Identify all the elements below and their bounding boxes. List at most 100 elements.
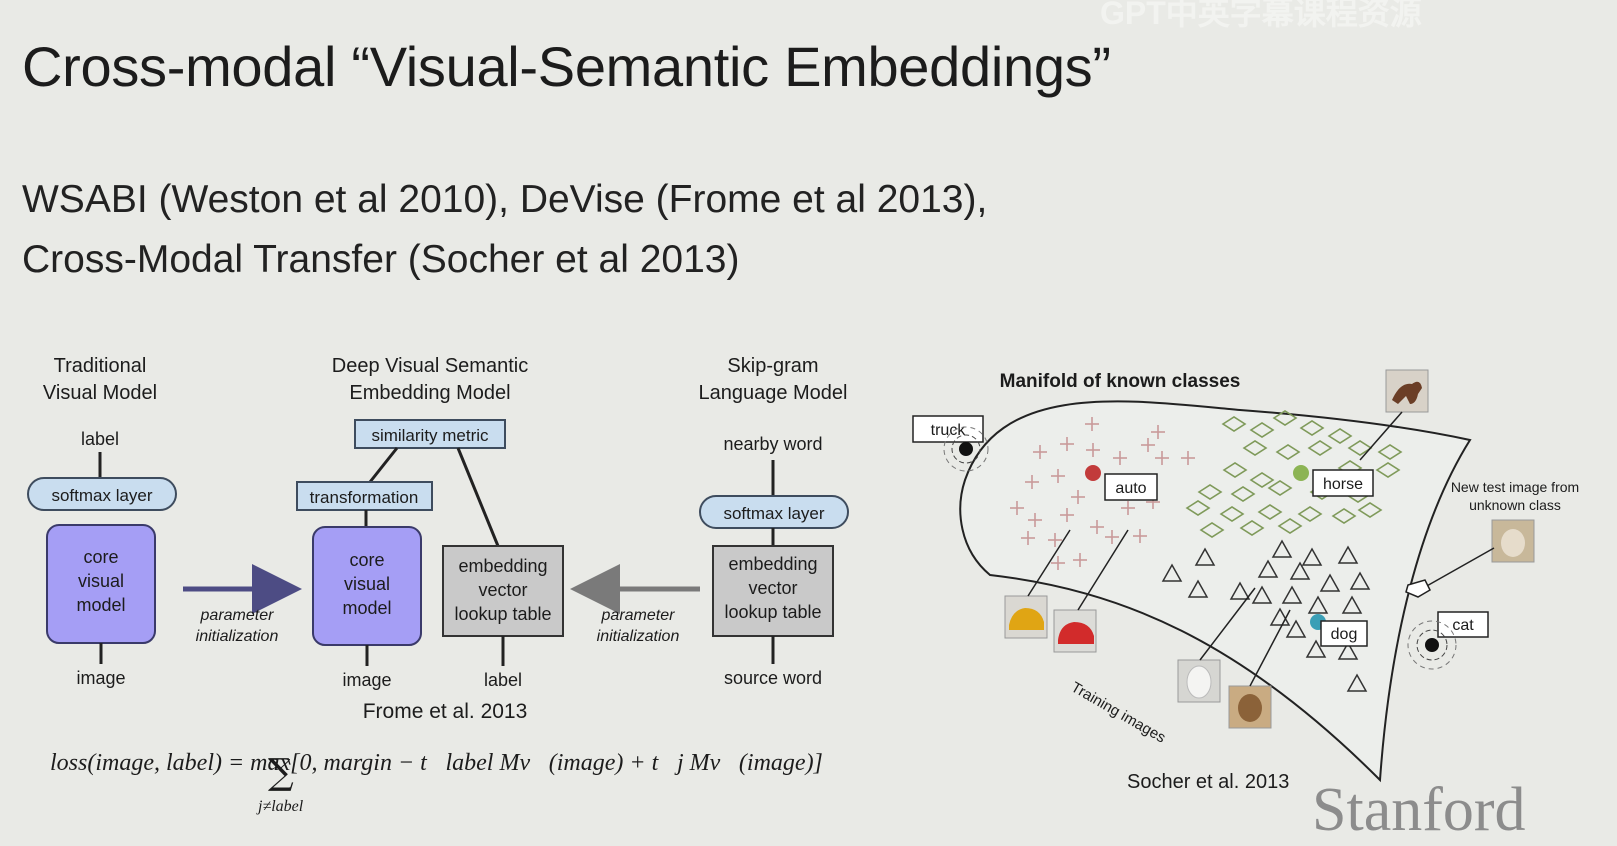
triangle-marker (1337, 545, 1359, 564)
new-test-point (1405, 579, 1431, 598)
slide-title: Cross-modal “Visual-Semantic Embeddings” (22, 35, 1111, 98)
auto-dot (1085, 465, 1101, 481)
triangle-marker (1337, 641, 1359, 660)
diamond-marker (1185, 500, 1211, 516)
col3-embedding-box (712, 545, 834, 637)
triangle-marker (1349, 571, 1371, 590)
diamond-marker (1377, 444, 1403, 460)
diamond-marker (1199, 522, 1225, 538)
cat-dot (1425, 638, 1439, 652)
diamond-marker (1239, 520, 1265, 536)
col2-emb-line2: vector (478, 580, 527, 600)
manifold-sheet (959, 400, 1472, 783)
col1-softmax-label: softmax layer (51, 486, 152, 505)
diamond-marker (1375, 462, 1401, 478)
diamond-marker (1230, 486, 1256, 502)
car1-shape (1009, 608, 1044, 630)
col2-emb-line1: embedding (458, 556, 547, 576)
dog-label-box (1320, 620, 1368, 647)
watermark: GPT中英字幕课程资源 (1100, 0, 1422, 31)
col2-emb-line3: lookup table (454, 604, 551, 624)
transformation-label: transformation (310, 488, 419, 507)
triangle-marker (1271, 539, 1293, 558)
triangle-marker (1301, 547, 1323, 566)
cat-ring-2 (1407, 620, 1457, 670)
triangle-marker (1187, 579, 1209, 598)
loss-formula: loss(image, label) = max[0, margin − t⃗l… (50, 750, 823, 776)
col3-title-1: Skip-gram (727, 355, 818, 377)
col3-bottom-label: source word (724, 668, 822, 688)
col1-softmax-box (27, 477, 177, 511)
col1-title-2: Visual Model (43, 382, 157, 404)
truck-dot (959, 442, 973, 456)
triangle-marker (1251, 585, 1273, 604)
subtitle-line-2: Cross-Modal Transfer (Socher et al 2013) (22, 238, 740, 281)
horse-label-box (1312, 469, 1374, 497)
arrow2-text-2: initialization (597, 628, 680, 645)
dog-class-points (1161, 539, 1371, 692)
col3-softmax-label: softmax layer (723, 504, 824, 523)
param-init-arrow-2: parameter initialization (570, 564, 700, 645)
param-init-arrow-1: parameter initialization (183, 564, 302, 645)
cat-ring-1 (1416, 629, 1448, 661)
triangle-marker (1161, 563, 1183, 582)
auto-class-points (1010, 417, 1195, 570)
col1-core-line3: model (76, 595, 125, 615)
truck-ring-2 (943, 426, 989, 472)
diamond-marker (1197, 484, 1223, 500)
col3-emb-line1: embedding (728, 554, 817, 574)
triangle-marker (1341, 595, 1363, 614)
dog1-shape (1186, 665, 1212, 699)
socher-manifold-diagram: Manifold of known classes auto horse dog… (912, 369, 1579, 793)
col3-top-label: nearby word (723, 434, 822, 454)
horse-thumb-shape (1392, 381, 1422, 404)
new-test-text-1: New test image from (1451, 479, 1579, 495)
diamond-marker (1267, 480, 1293, 496)
devise-model: Deep Visual Semantic Embedding Model sim… (296, 355, 564, 723)
col1-core-line2: visual (78, 571, 124, 591)
horse-class-points (1185, 410, 1403, 538)
slide-subtitle: WSABI (Weston et al 2010), DeVise (Frome… (22, 170, 987, 290)
triangle-marker (1289, 561, 1311, 580)
diamond-marker (1249, 472, 1275, 488)
col2-label-label: label (484, 670, 522, 690)
col1-top-label: label (81, 429, 119, 449)
auto-label-box (1104, 473, 1158, 501)
similarity-metric-box (354, 419, 506, 449)
triangle-marker (1319, 573, 1341, 592)
dog2-shape (1238, 694, 1262, 722)
arrow1-text-2: initialization (196, 628, 279, 645)
truck-ring-1 (951, 434, 981, 464)
auto-label: auto (1115, 480, 1146, 497)
col3-emb-line2: vector (748, 578, 797, 598)
triangle-marker (1229, 581, 1251, 600)
triangle-marker (1346, 673, 1368, 692)
triangle-marker (1257, 559, 1279, 578)
triangle-marker (1281, 585, 1303, 604)
col2-core-line2: visual (344, 574, 390, 594)
triangle-marker (1307, 595, 1329, 614)
diamond-marker (1331, 508, 1357, 524)
arrow2-text-1: parameter (601, 607, 676, 624)
skipgram-model: Skip-gram Language Model nearby word sof… (698, 355, 849, 688)
traditional-visual-model: Traditional Visual Model label softmax l… (27, 355, 177, 688)
diamond-marker (1357, 502, 1383, 518)
loss-sum-subscript: j≠label (258, 798, 304, 815)
cat-label: cat (1452, 617, 1474, 634)
diamond-marker (1219, 506, 1245, 522)
cat-thumb-shape (1501, 529, 1525, 557)
arrow1-text-1: parameter (200, 607, 275, 624)
stanford-logo: Stanford (1312, 776, 1526, 844)
triangle-marker (1269, 607, 1291, 626)
truck-label: truck (931, 422, 967, 439)
horse-label: horse (1323, 476, 1363, 493)
col2-core-line3: model (342, 598, 391, 618)
subtitle-line-1: WSABI (Weston et al 2010), DeVise (Frome… (22, 178, 988, 221)
dog-label: dog (1331, 626, 1358, 643)
new-test-text-2: unknown class (1469, 497, 1561, 513)
diamond-marker (1297, 506, 1323, 522)
col1-core-line1: core (83, 547, 118, 567)
diamond-marker (1277, 518, 1303, 534)
col3-title-2: Language Model (698, 382, 847, 404)
